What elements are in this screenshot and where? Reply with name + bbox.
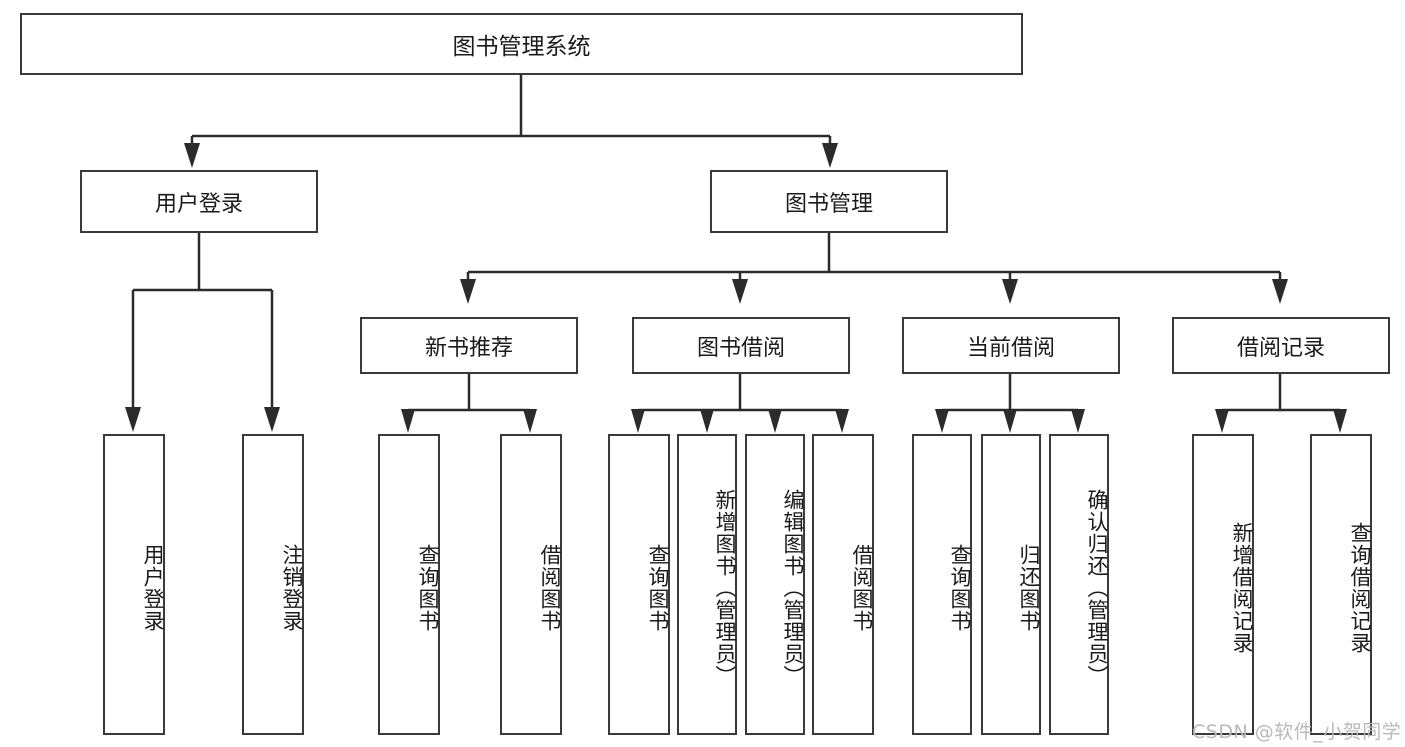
node-label: 查询图书 [416, 543, 440, 632]
node-label: 归还图书 [1017, 543, 1041, 632]
leaf-user-login-logout[interactable]: 注销登录 [242, 434, 304, 735]
leaf-book-borrow-edit-book-admin[interactable]: 编辑图书（管理员） [745, 434, 805, 735]
node-label: 图书管理 [784, 191, 873, 217]
node-label: 注销登录 [280, 543, 304, 632]
node-book-management[interactable]: 图书管理 [710, 170, 948, 233]
node-label: 新增借阅记录 [1230, 521, 1254, 654]
node-label: 用户登录 [154, 191, 243, 217]
leaf-current-borrow-confirm-return-admin[interactable]: 确认归还（管理员） [1049, 434, 1109, 735]
node-label: 确认归还（管理员） [1085, 488, 1109, 687]
node-label: 查询图书 [948, 543, 972, 632]
node-borrow-record[interactable]: 借阅记录 [1172, 317, 1390, 374]
csdn-watermark: CSDN @软件_小贺同学 [1192, 721, 1402, 743]
node-label: 图书管理系统 [452, 34, 591, 60]
node-label: 新书推荐 [424, 335, 513, 361]
node-new-book-recommend[interactable]: 新书推荐 [360, 317, 578, 374]
node-label: 当前借阅 [966, 335, 1055, 361]
leaf-current-borrow-return-book[interactable]: 归还图书 [981, 434, 1041, 735]
node-label: 查询借阅记录 [1348, 521, 1372, 654]
node-label: 图书借阅 [696, 335, 785, 361]
leaf-borrow-record-add-record[interactable]: 新增借阅记录 [1192, 434, 1254, 735]
node-label: 编辑图书（管理员） [781, 488, 805, 687]
node-current-borrow[interactable]: 当前借阅 [902, 317, 1120, 374]
node-label: 用户登录 [141, 543, 165, 632]
leaf-user-login-login[interactable]: 用户登录 [103, 434, 165, 735]
leaf-book-borrow-borrow-book[interactable]: 借阅图书 [812, 434, 874, 735]
node-label: 借阅图书 [538, 543, 562, 632]
node-label: 查询图书 [646, 543, 670, 632]
leaf-borrow-record-query-record[interactable]: 查询借阅记录 [1310, 434, 1372, 735]
leaf-new-book-query-book[interactable]: 查询图书 [378, 434, 440, 735]
leaf-book-borrow-add-book-admin[interactable]: 新增图书（管理员） [677, 434, 737, 735]
node-label: 新增图书（管理员） [713, 488, 737, 687]
node-label: 借阅记录 [1236, 335, 1325, 361]
leaf-current-borrow-query-book[interactable]: 查询图书 [912, 434, 972, 735]
node-root-book-management-system[interactable]: 图书管理系统 [20, 13, 1023, 75]
node-book-borrow[interactable]: 图书借阅 [632, 317, 850, 374]
node-user-login[interactable]: 用户登录 [80, 170, 318, 233]
leaf-new-book-borrow-book[interactable]: 借阅图书 [500, 434, 562, 735]
node-label: 借阅图书 [850, 543, 874, 632]
leaf-book-borrow-query-book[interactable]: 查询图书 [608, 434, 670, 735]
